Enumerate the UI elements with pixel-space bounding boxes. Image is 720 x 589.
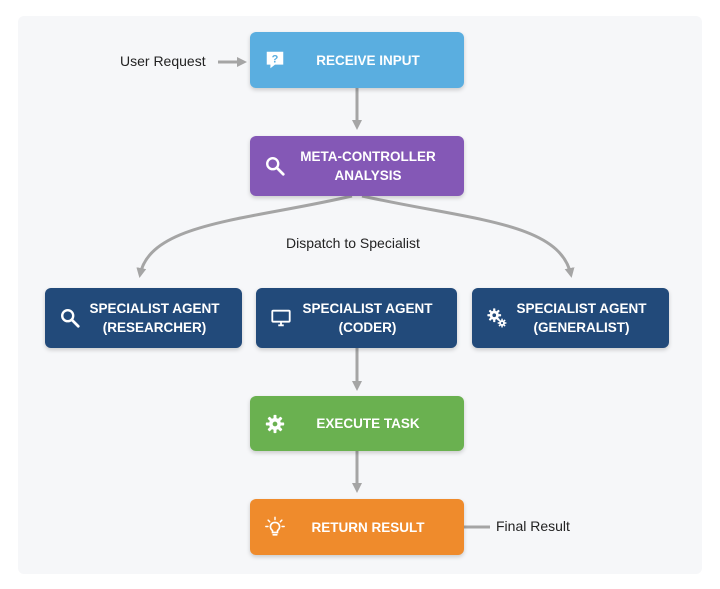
specialist-coder-label: SPECIALIST AGENT (CODER) [302,301,433,335]
magnifier-icon [61,309,80,328]
return-result-node: RETURN RESULT [250,499,464,555]
receive-input-node: ? RECEIVE INPUT [250,32,464,88]
specialist-generalist-node: SPECIALIST AGENT (GENERALIST) [472,288,669,348]
user-request-label: User Request [120,53,206,69]
dispatch-label: Dispatch to Specialist [286,235,420,251]
specialist-researcher-node: SPECIALIST AGENT (RESEARCHER) [45,288,242,348]
execute-task-node: EXECUTE TASK [250,396,464,451]
specialist-generalist-label: SPECIALIST AGENT (GENERALIST) [516,301,647,335]
lightbulb-icon [265,516,285,536]
final-result-label: Final Result [496,518,570,534]
magnifier-icon [266,157,285,176]
arrow-controller-to-researcher [136,194,353,278]
meta-controller-label: META-CONTROLLER ANALYSIS [300,149,436,183]
svg-text:?: ? [272,53,279,65]
receive-input-label: RECEIVE INPUT [316,52,420,68]
specialist-researcher-label: SPECIALIST AGENT (RESEARCHER) [89,301,220,335]
arrow-controller-to-generalist [361,194,575,278]
monitor-icon [271,309,291,327]
execute-task-label: EXECUTE TASK [316,416,420,431]
question-chat-icon: ? [266,51,284,69]
specialist-coder-node: SPECIALIST AGENT (CODER) [256,288,457,348]
gears-icon [487,308,507,328]
meta-controller-node: META-CONTROLLER ANALYSIS [250,136,464,196]
gear-icon [265,414,285,433]
return-result-label: RETURN RESULT [311,519,425,535]
